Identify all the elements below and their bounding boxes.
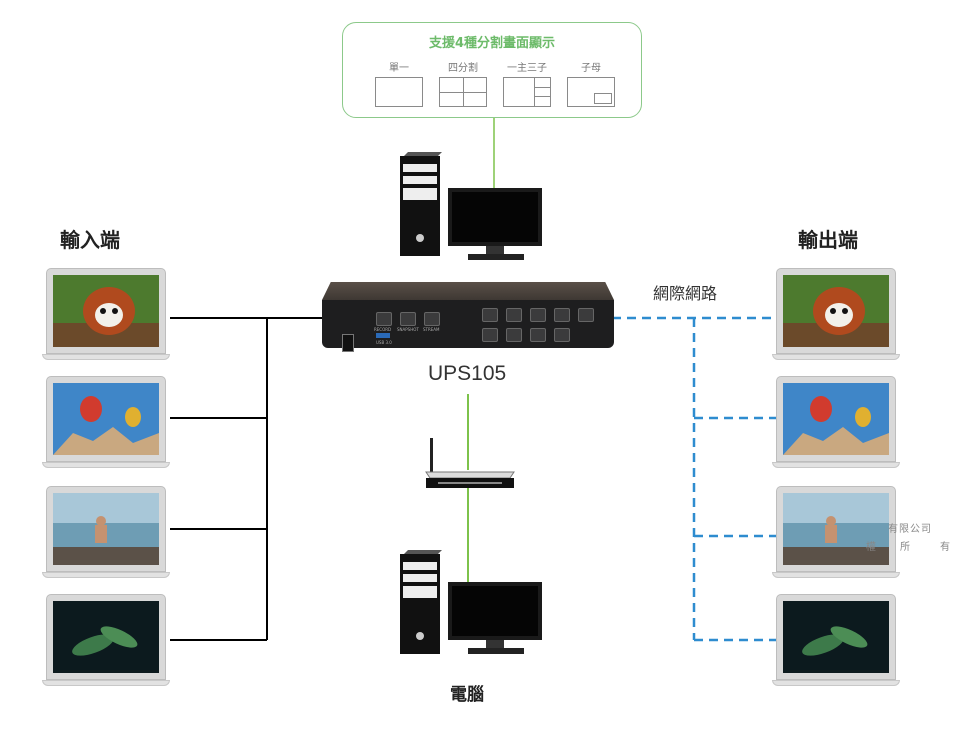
computer-tower-icon-bottom — [398, 548, 444, 656]
snapshot-button[interactable] — [400, 312, 416, 326]
input-laptop-2 — [42, 376, 170, 470]
watermark-line1: 有限公司 — [888, 524, 932, 535]
woman-on-beach-rock-image-output — [783, 493, 889, 565]
mode-label-pip: 子母 — [581, 63, 601, 74]
output-laptop-1 — [772, 268, 900, 362]
ups105-device: RECORD SNAPSHOT STREAM USB 3.0 — [322, 282, 614, 352]
hot-air-balloons-image — [53, 383, 159, 455]
snapshot-label: SNAPSHOT — [397, 327, 419, 332]
layout-button-3[interactable] — [530, 308, 546, 322]
computer-label: 電腦 — [450, 685, 484, 705]
watermark-char1: 權 — [866, 542, 877, 553]
computer-tower-icon — [398, 150, 444, 258]
record-button[interactable] — [376, 312, 392, 326]
network-label: 網際網路 — [653, 284, 718, 303]
hot-air-balloons-image-output — [783, 383, 889, 455]
router-icon — [424, 438, 516, 490]
watermark-char2: 所 — [900, 542, 911, 553]
input-heading: 輸入端 — [60, 228, 120, 252]
source-button-3[interactable] — [530, 328, 546, 342]
green-plant-water-drops-image-output — [783, 601, 889, 673]
monitor-icon-bottom — [448, 582, 542, 656]
mode-label-single: 單一 — [389, 63, 409, 74]
device-name: UPS105 — [428, 362, 507, 385]
monitor-icon — [448, 188, 542, 262]
mode-label-one-main-three-sub: 一主三子 — [507, 63, 547, 74]
layout-button-5[interactable] — [578, 308, 594, 322]
single-layout-icon — [375, 77, 423, 107]
stream-label: STREAM — [423, 327, 440, 332]
output-laptop-4 — [772, 594, 900, 688]
red-panda-image-output — [783, 275, 889, 347]
green-plant-water-drops-image — [53, 601, 159, 673]
usb-label: USB 3.0 — [376, 340, 392, 345]
source-button-1[interactable] — [482, 328, 498, 342]
woman-on-beach-rock-image — [53, 493, 159, 565]
source-button-2[interactable] — [506, 328, 522, 342]
split-mode-panel: 支援4種分割畫面顯示 單一 四分割 一主三子 子母 — [342, 22, 642, 118]
input-laptop-3 — [42, 486, 170, 580]
layout-button-1[interactable] — [482, 308, 498, 322]
pip-layout-icon — [567, 77, 615, 107]
record-label: RECORD — [374, 327, 392, 332]
output-laptop-2 — [772, 376, 900, 470]
output-laptop-3 — [772, 486, 900, 580]
output-heading: 輸出端 — [798, 228, 858, 252]
red-panda-image — [53, 275, 159, 347]
watermark-char3: 有 — [940, 542, 951, 553]
layout-button-4[interactable] — [554, 308, 570, 322]
power-switch[interactable] — [342, 334, 354, 352]
source-button-4[interactable] — [554, 328, 570, 342]
input-laptop-1 — [42, 268, 170, 362]
layout-button-2[interactable] — [506, 308, 522, 322]
main-three-sub-layout-icon — [503, 77, 551, 107]
usb-port — [376, 333, 390, 338]
stream-button[interactable] — [424, 312, 440, 326]
mode-label-quad: 四分割 — [448, 63, 478, 74]
split-mode-title: 支援4種分割畫面顯示 — [428, 36, 556, 51]
quad-layout-icon — [439, 77, 487, 107]
input-laptop-4 — [42, 594, 170, 688]
